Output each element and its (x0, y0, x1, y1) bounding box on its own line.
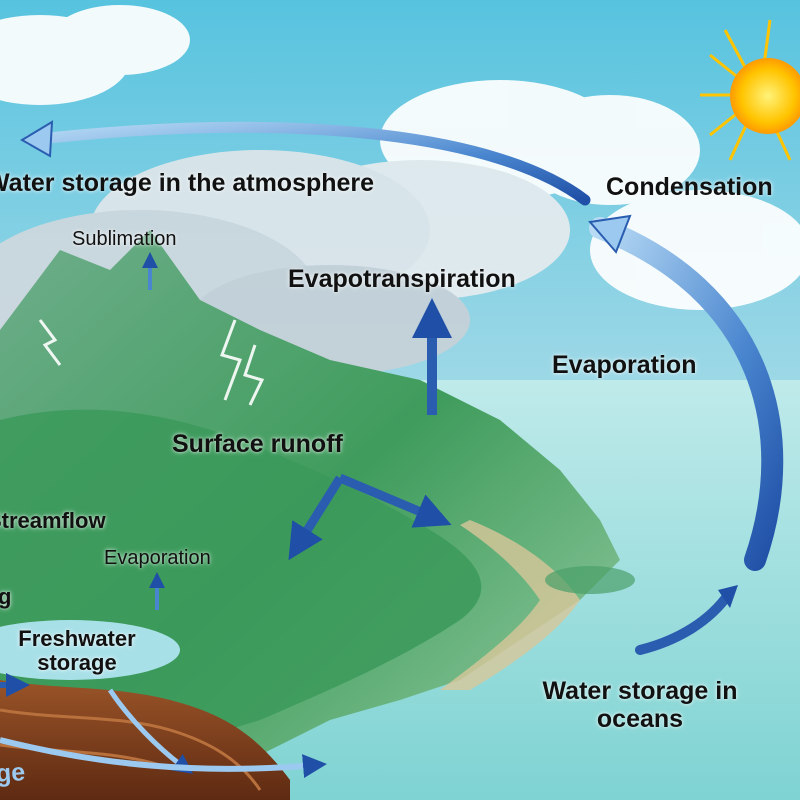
freshwater-lake (0, 620, 180, 680)
lightning-icon (38, 319, 265, 406)
island (545, 566, 635, 594)
label-freshwater-storage: Freshwater storage (18, 626, 136, 676)
coast-sand (440, 520, 580, 690)
label-evaporation-ocean: Evaporation (552, 351, 697, 379)
label-evapotranspiration: Evapotranspiration (288, 265, 516, 293)
label-evaporation-fresh: Evaporation (104, 547, 211, 569)
sun-icon (700, 19, 800, 161)
arrow-icon (0, 120, 784, 778)
label-atmosphere: Water storage in the atmosphere (0, 169, 375, 197)
label-edge-g: g (0, 584, 12, 609)
label-condensation: Condensation (606, 173, 773, 201)
label-ocean-storage: Water storage in oceans (542, 677, 738, 733)
label-sublimation: Sublimation (72, 228, 177, 250)
label-surface-runoff: Surface runoff (172, 430, 343, 458)
label-streamflow: Streamflow (0, 508, 106, 533)
